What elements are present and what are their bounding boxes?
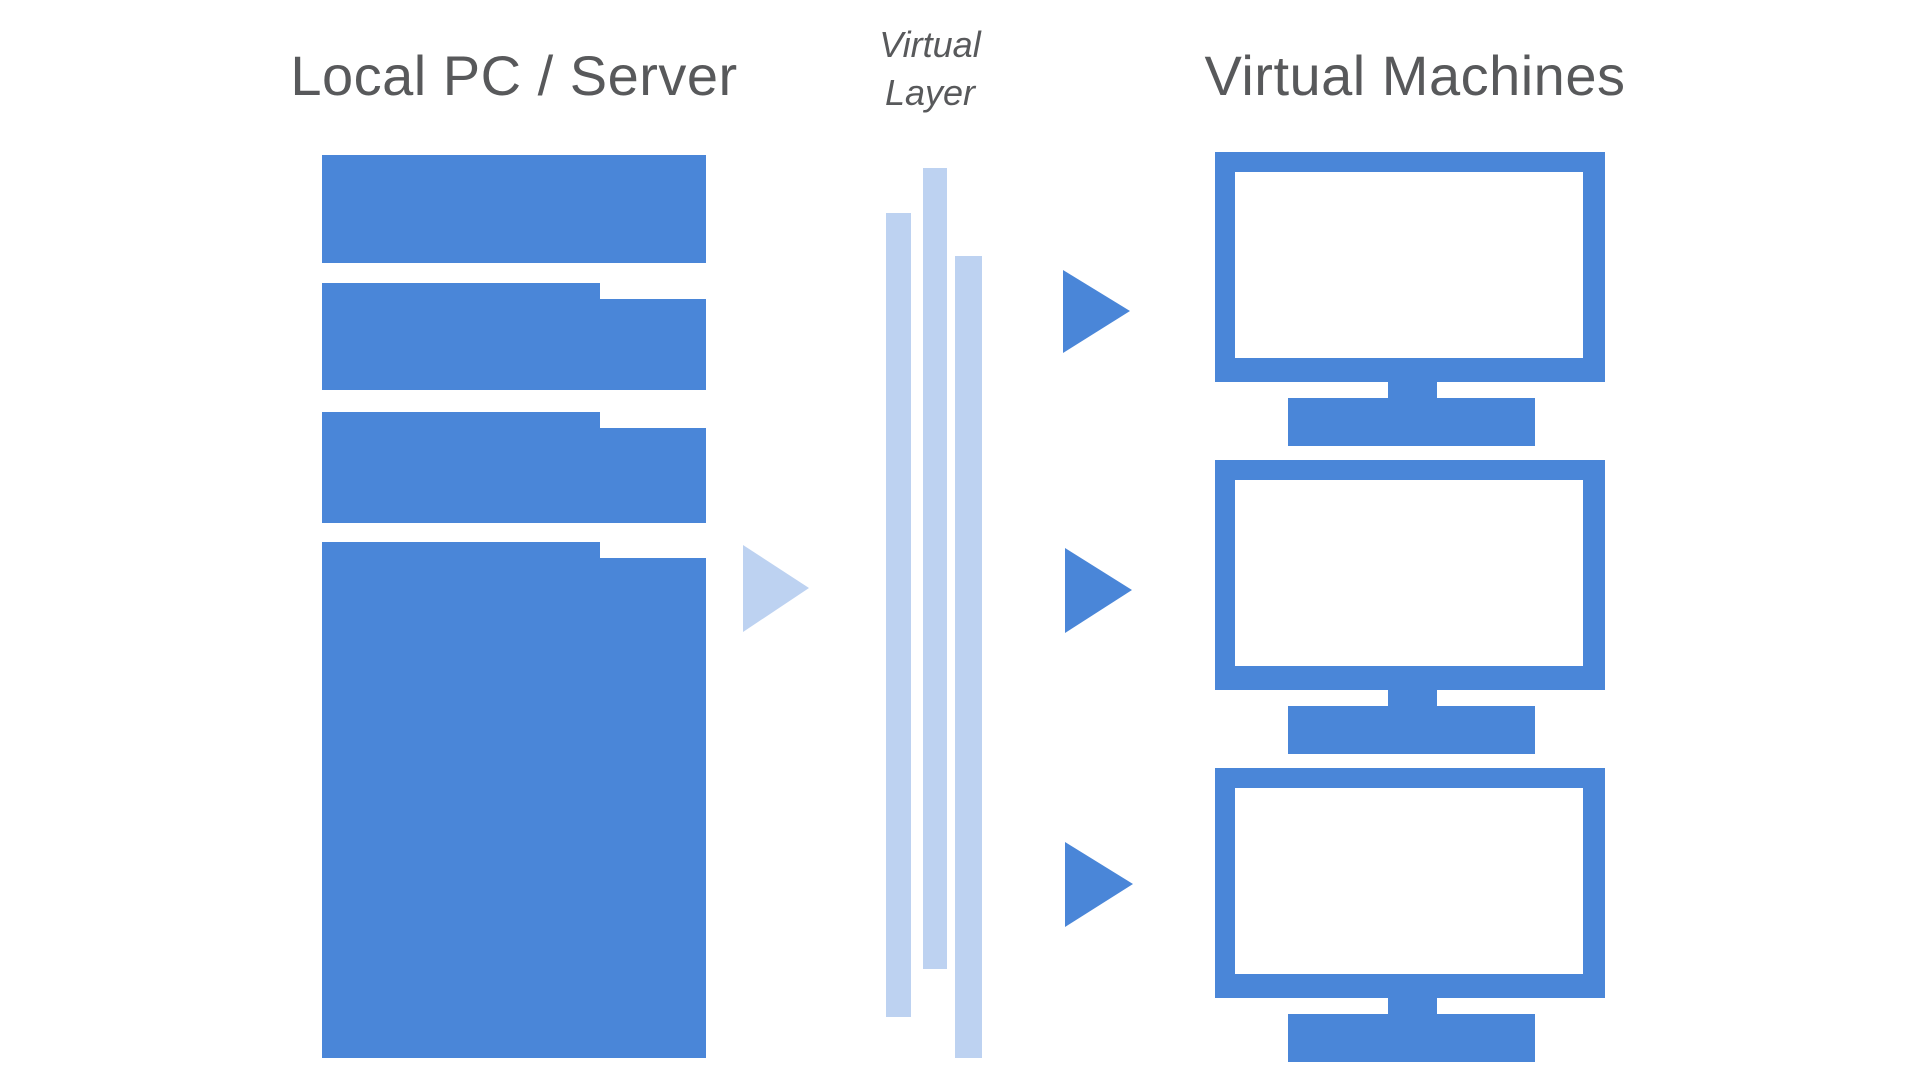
- vm1-monitor-neck: [1388, 382, 1437, 398]
- virtual-layer-bar-3: [955, 256, 982, 1058]
- server-to-layer-arrow-icon: [743, 545, 809, 632]
- server-block-2: [322, 283, 706, 390]
- left-column-title: Local PC / Server: [290, 44, 737, 107]
- layer-to-vm1-arrow-icon: [1063, 270, 1130, 353]
- virtual-layer-bar-2: [923, 168, 947, 969]
- vm3-monitor-base: [1288, 1014, 1535, 1062]
- virtual-layer-bars: [886, 168, 982, 1058]
- layer-to-vm3-arrow-icon: [1065, 842, 1133, 927]
- server-block-3: [322, 412, 706, 523]
- vm2-monitor-base: [1288, 706, 1535, 754]
- vm2-monitor-neck: [1388, 690, 1437, 706]
- virtual-machine-2: [1065, 460, 1605, 754]
- local-server-stack: [322, 155, 706, 1058]
- vm3-monitor-neck: [1388, 998, 1437, 1014]
- virtual-layer-title-line1: Virtual: [879, 24, 981, 65]
- vm1-monitor-screen: [1235, 172, 1583, 358]
- vm2-monitor-screen: [1235, 480, 1583, 666]
- layer-to-vm2-arrow-icon: [1065, 548, 1132, 633]
- server-block-1: [322, 155, 706, 263]
- virtual-machine-3: [1065, 768, 1605, 1062]
- virtual-layer-title-line2: Layer: [885, 72, 977, 113]
- virtual-machine-1: [1063, 152, 1605, 446]
- vm1-monitor-base: [1288, 398, 1535, 446]
- server-block-4: [322, 542, 706, 1058]
- right-column-title: Virtual Machines: [1205, 44, 1626, 107]
- vm3-monitor-screen: [1235, 788, 1583, 974]
- virtual-layer-bar-1: [886, 213, 911, 1017]
